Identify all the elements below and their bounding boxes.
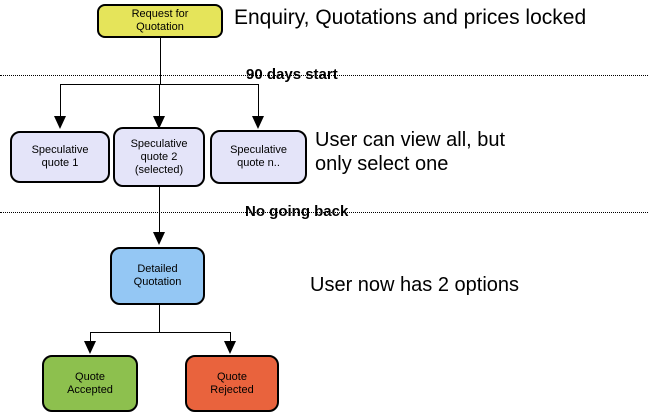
node-speculative-quote-1: Speculative quote 1 [10,131,110,183]
connector-line [159,305,160,333]
connector-line [90,332,231,333]
connector-line [230,332,231,341]
node-label: Quote Accepted [67,370,113,396]
arrow-down-icon [84,341,96,354]
arrow-down-icon [153,232,165,245]
node-label: Detailed Quotation [133,263,182,288]
connector-line [258,84,259,116]
node-speculative-quote-n: Speculative quote n.. [210,130,307,184]
node-detailed-quotation: Detailed Quotation [110,247,205,305]
arrow-down-icon [252,116,264,129]
node-label: Speculative quote n.. [230,144,287,169]
connector-line [90,332,91,341]
node-label: Speculative quote 1 [31,144,89,169]
node-request-for-quotation: Request for Quotation [97,4,223,38]
connector-line [159,84,160,116]
connector-line [159,187,160,232]
connector-line [160,37,161,85]
annotation-user-can-view-all: User can view all, but only select one [315,129,506,175]
phase-label-90-days-start: 90 days start [246,66,338,83]
connector-line [60,84,61,116]
phase-divider-line-2 [0,212,648,213]
arrow-down-icon [54,116,66,129]
node-label: Speculative quote 2 (selected) [130,137,188,176]
arrow-down-icon [224,341,236,354]
node-speculative-quote-2-selected: Speculative quote 2 (selected) [113,127,205,187]
phase-label-no-going-back: No going back [245,203,349,220]
node-quote-rejected: Quote Rejected [185,355,279,412]
annotation-enquiry-quotations-locked: Enquiry, Quotations and prices locked [234,6,587,29]
node-label: Request for Quotation [131,8,189,33]
node-label: Quote Rejected [210,370,254,396]
arrow-down-icon [153,116,165,129]
phase-divider-line-1 [0,75,648,76]
node-quote-accepted: Quote Accepted [42,355,138,412]
annotation-user-two-options: User now has 2 options [310,274,520,296]
